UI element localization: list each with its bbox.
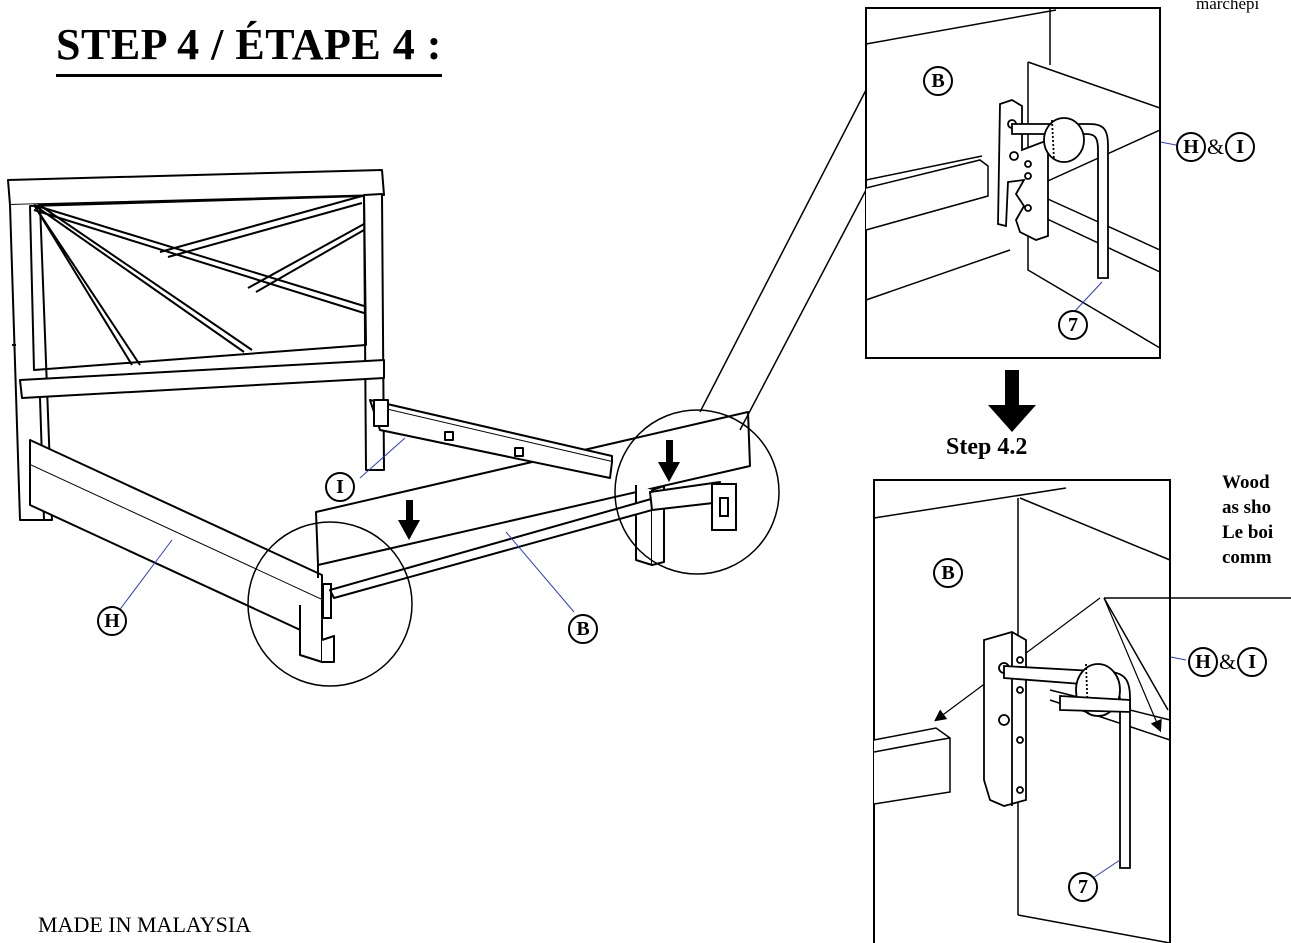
detail-bottom-circle-i: I	[1237, 646, 1268, 677]
part-label-b: B	[568, 614, 598, 644]
detail-top-label-h-i: H&I	[1176, 130, 1256, 162]
wood-note: Wood as sho Le boi comm	[1222, 470, 1273, 570]
detail-box-bottom	[873, 479, 1291, 943]
note-line: comm	[1222, 547, 1272, 568]
detail-bottom-label-tool: 7	[1068, 872, 1098, 902]
detail-bottom-label-b: B	[933, 558, 963, 588]
detail-top-label-b: B	[923, 66, 953, 96]
detail-bottom-ampersand: &	[1219, 648, 1237, 674]
detail-box-top	[865, 7, 1161, 359]
note-line: as sho	[1222, 497, 1272, 518]
foot-rail	[315, 411, 751, 578]
note-line: Le boi	[1222, 522, 1274, 543]
part-label-i: I	[325, 472, 355, 502]
part-label-h: H	[97, 606, 127, 636]
detail-top-label-tool: 7	[1058, 310, 1088, 340]
detail-top-ampersand: &	[1207, 133, 1225, 159]
note-line: Wood	[1222, 472, 1270, 493]
detail-bottom-label-h-i: H&I	[1188, 645, 1268, 677]
center-slat-b	[329, 481, 723, 599]
step-down-arrow	[988, 370, 1036, 432]
headboard	[7, 169, 385, 521]
magnifier-circles	[247, 89, 867, 687]
page-title: STEP 4 / ÉTAPE 4 :	[56, 18, 442, 77]
down-arrow-left	[398, 500, 420, 540]
side-rail-h	[29, 439, 335, 663]
down-arrow-right	[658, 440, 680, 482]
detail-top-circle-h: H	[1176, 131, 1206, 162]
detail-top-circle-i: I	[1225, 131, 1256, 162]
side-rail-i	[369, 399, 613, 479]
step-label: Step 4.2	[946, 434, 1028, 460]
made-in-label: MADE IN MALAYSIA	[38, 912, 252, 937]
detail-bottom-circle-h: H	[1188, 646, 1218, 677]
corner-text-fragment: marchepi	[1196, 0, 1260, 13]
